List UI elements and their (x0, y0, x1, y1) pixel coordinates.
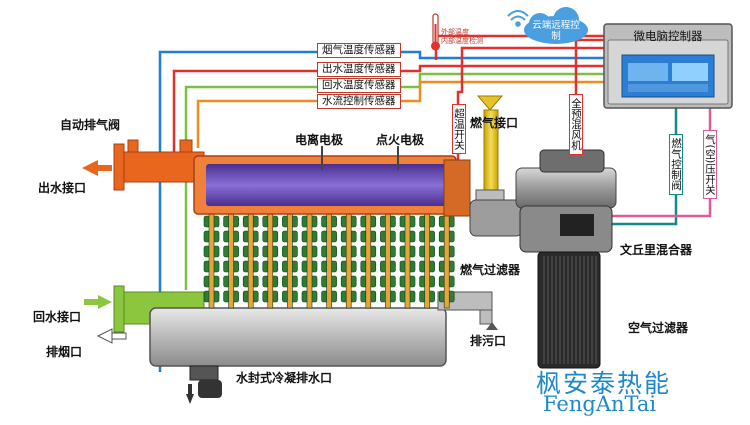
thermometer-icon (431, 13, 440, 51)
return-water-port-label: 回水接口 (33, 310, 82, 324)
fin-tube (247, 211, 254, 309)
outdoor-temp-label: 外部温度 (441, 28, 469, 36)
air-switch-line (610, 108, 712, 218)
fin-tube (404, 211, 411, 309)
electrodes (321, 146, 399, 170)
exhaust-port-label: 排烟口 (46, 345, 83, 359)
wifi-icon (507, 10, 529, 27)
drain-port-label: 排污口 (470, 334, 507, 348)
return-water-temp-sensor-label: 回水温度传感器 (317, 78, 401, 93)
outlet-pipe (82, 139, 205, 191)
premix-fan-label: 全预混风机 (569, 94, 583, 155)
water-flow-sensor-label: 水流控制传感器 (317, 94, 401, 109)
fin-tube (228, 211, 234, 309)
auto-vent-valve-label: 自动排气阀 (60, 118, 121, 132)
exhaust-arrow-icon (96, 328, 127, 344)
ionization-electrode-label: 电离电极 (295, 133, 344, 147)
heat-exchanger (203, 211, 455, 309)
flow-sensor-line (196, 80, 612, 148)
air-filter (537, 251, 601, 369)
indoor-temp-detect-label: 内部温度检测 (441, 37, 483, 45)
condensate-tank (149, 291, 493, 367)
brand-name-en: FengAnTai (543, 392, 657, 416)
fin-tube (306, 211, 313, 309)
fin-tube (345, 211, 352, 309)
flue-gas-temp-sensor-label: 烟气温度传感器 (317, 43, 401, 58)
brand-name-cn: 枫安泰热能 (536, 369, 672, 398)
outlet-water-port-label: 出水接口 (38, 181, 87, 195)
gas-inlet-label: 燃气接口 (470, 116, 519, 130)
cloud-remote-control-label: 云端远程控制 (532, 20, 580, 42)
cloud-icon (524, 7, 588, 44)
condensate-trap (186, 365, 222, 404)
overheat-switch-label: 超温开关 (452, 104, 466, 154)
fin-tube (365, 211, 372, 309)
air-pressure-switch-label: 气(空)压开关 (703, 130, 717, 199)
fin-tube (267, 211, 274, 309)
gas-inlet-pipe (469, 95, 523, 237)
temperature-sensing-label: 外部温度内部温度检测 (441, 28, 483, 46)
fin-tube (385, 211, 391, 309)
drain-arrow-icon (486, 322, 498, 330)
condensate-drain-label: 水封式冷凝排水口 (236, 371, 333, 385)
ignition-electrode-label: 点火电极 (376, 133, 425, 147)
fin-tube (208, 211, 215, 309)
premix-fan (515, 149, 617, 253)
gas-control-valve-label: 燃气控制阀 (669, 134, 683, 195)
outlet-sensor-line (172, 64, 612, 164)
controller (603, 23, 733, 109)
gas-filter-label: 燃气过滤器 (460, 263, 521, 277)
fin-tube (326, 211, 332, 309)
fin-tube (443, 211, 450, 309)
burner (193, 155, 471, 217)
air-filter-label: 空气过滤器 (628, 321, 689, 335)
fin-tube (287, 211, 293, 309)
fin-tube (424, 211, 430, 309)
outlet-water-temp-sensor-label: 出水温度传感器 (317, 62, 401, 77)
venturi-mixer-label: 文丘里混合器 (620, 243, 693, 257)
controller-title: 微电脑控制器 (633, 29, 703, 43)
